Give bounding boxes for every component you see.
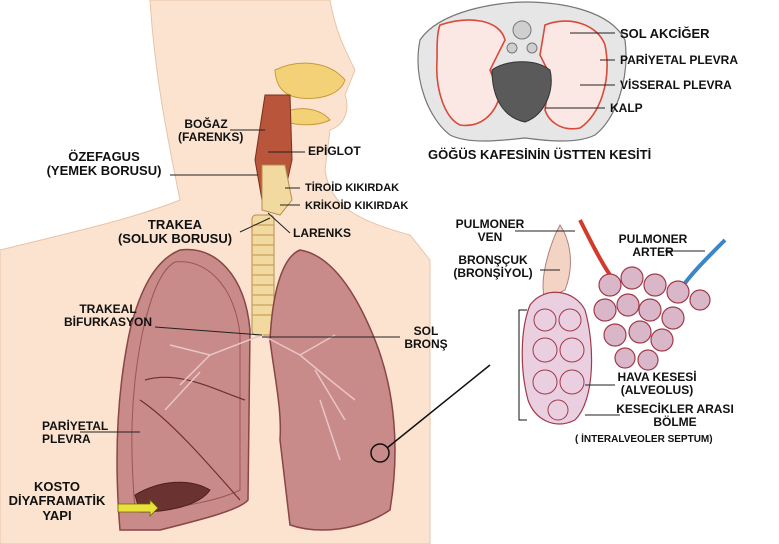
- label-kosto-2: DİYAFRAMATİK: [8, 493, 106, 509]
- alveoli-grapes: [593, 266, 711, 371]
- section-esophagus: [506, 42, 518, 54]
- label-bronscuk: BRONŞÇUK (BRONŞİYOL): [448, 253, 538, 281]
- label-tiroid: TİROİD KIKIRDAK: [305, 182, 400, 194]
- trachea-rings: [252, 224, 274, 316]
- section-left-lung: [435, 19, 506, 127]
- pulmonary-vein: [578, 219, 612, 277]
- section-right-lung: [539, 20, 608, 130]
- label-sol-brons-2: BRONŞ: [404, 337, 448, 352]
- label-kosto: KOSTO DİYAFRAMATİK YAPI: [2, 479, 112, 523]
- alveolar-septa: [532, 308, 585, 421]
- label-kesecikler-1: KESECİKLER ARASI: [616, 402, 734, 416]
- alveolar-sac-section: [521, 291, 593, 425]
- label-pulmoner-ven: PULMONER VEN: [450, 217, 530, 245]
- label-trakeal: TRAKEAL BİFURKASYON: [56, 302, 160, 330]
- label-pulmoner-arter-1: PULMONER: [618, 232, 688, 246]
- label-kesecikler-2: BÖLME: [653, 415, 697, 430]
- label-pulmoner-arter-2: ARTER: [632, 245, 674, 260]
- label-kesecikler: KESECİKLER ARASI BÖLME: [612, 402, 738, 430]
- label-trakeal-1: TRAKEAL: [79, 302, 137, 316]
- label-epiglot: EPİGLOT: [308, 144, 361, 158]
- label-ozefagus-2: (YEMEK BORUSU): [46, 163, 162, 179]
- label-pariyetal-plevra: PARİYETAL PLEVRA: [620, 53, 739, 67]
- label-trakeal-2: BİFURKASYON: [63, 315, 152, 330]
- lung-fissure-right: [144, 376, 246, 401]
- label-hava-kesesi-1: HAVA KESESİ: [617, 370, 697, 384]
- bronchiole-stem: [542, 224, 571, 301]
- label-septum: ( İNTERALVEOLER SEPTUM): [575, 434, 713, 445]
- label-pulmoner-ven-2: VEN: [477, 230, 503, 245]
- label-sol-akciger: SOL AKCİĞER: [620, 26, 710, 41]
- alveoli-bracket: [518, 309, 527, 421]
- section-aorta: [526, 42, 538, 54]
- label-larenks: LARENKS: [293, 226, 352, 240]
- label-bogaz: BOĞAZ (FARENKS): [178, 117, 244, 145]
- section-title: GÖĞÜS KAFESİNİN ÜSTTEN KESİTİ: [428, 147, 652, 162]
- left-lung: [269, 249, 396, 531]
- label-hava-kesesi-2: (ALVEOLUS): [620, 383, 694, 398]
- label-ozefagus: ÖZEFAGUS (YEMEK BORUSU): [36, 149, 172, 179]
- nasal-cavity: [274, 62, 346, 99]
- zoom-circle: [370, 443, 390, 463]
- section-spine: [512, 20, 532, 40]
- label-plevra-1: PLEVRA: [42, 432, 91, 447]
- label-visseral-plevra: VİSSERAL PLEVRA: [620, 78, 732, 92]
- label-trakea-1: TRAKEA: [147, 217, 203, 232]
- label-bogaz-1: BOĞAZ: [184, 117, 228, 131]
- leader-lines: [80, 32, 705, 509]
- lung-fissure-right-2: [139, 399, 241, 501]
- label-bronscuk-2: (BRONŞİYOL): [453, 266, 533, 281]
- tongue: [284, 108, 331, 126]
- label-kosto-1: KOSTO: [34, 479, 80, 494]
- label-sol-brons-1: SOL: [413, 324, 439, 338]
- label-ozefagus-1: ÖZEFAGUS: [68, 149, 140, 164]
- larynx: [261, 164, 293, 216]
- bronchial-tree: [164, 334, 356, 461]
- costo-arrow: [117, 499, 159, 517]
- label-pulmoner-arter: PULMONER ARTER: [610, 232, 696, 260]
- label-pulmoner-ven-1: PULMONER: [455, 217, 525, 231]
- label-trakea: TRAKEA (SOLUK BORUSU): [105, 217, 245, 247]
- label-kalp: KALP: [610, 101, 643, 115]
- zoom-line: [386, 364, 491, 449]
- label-hava-kesesi: HAVA KESESİ (ALVEOLUS): [612, 370, 702, 398]
- label-bronscuk-1: BRONŞÇUK: [458, 253, 528, 267]
- label-kosto-3: YAPI: [42, 507, 72, 523]
- section-heart: [491, 61, 552, 123]
- label-trakea-2: (SOLUK BORUSU): [117, 231, 233, 247]
- label-krikoid: KRİKOİD KIKIRDAK: [305, 200, 409, 212]
- label-pariyetal-plevra-left: PARİYETAL PLEVRA: [42, 419, 109, 447]
- label-sol-brons: SOL BRONŞ: [398, 324, 454, 352]
- label-bogaz-2: (FARENKS): [178, 130, 244, 145]
- label-pariyetal-1: PARİYETAL: [42, 419, 109, 433]
